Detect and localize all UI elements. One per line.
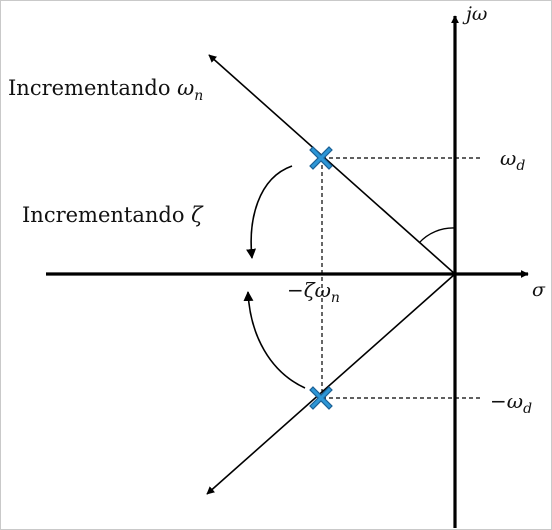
- increasing-zeta-label: Incrementando ζ: [22, 203, 204, 227]
- zeta-arrow-lower: [243, 291, 306, 389]
- zeta-arrow-upper: [246, 165, 293, 259]
- neg-wd-label: −ωd: [490, 389, 532, 417]
- angle-arc: [418, 227, 456, 244]
- lower-radial-line: [206, 273, 456, 495]
- imag-axis-label: jω: [462, 3, 487, 25]
- neg-zeta-wn-label: −ζωn: [287, 278, 340, 306]
- increasing-wn-label: Incrementando ωn: [8, 76, 203, 104]
- pole-marker-lower: [309, 386, 333, 410]
- pole-marker-upper: [309, 146, 333, 170]
- wd-label: ωd: [500, 146, 525, 174]
- upper-radial-line: [208, 54, 456, 275]
- real-axis-label: σ: [532, 279, 546, 301]
